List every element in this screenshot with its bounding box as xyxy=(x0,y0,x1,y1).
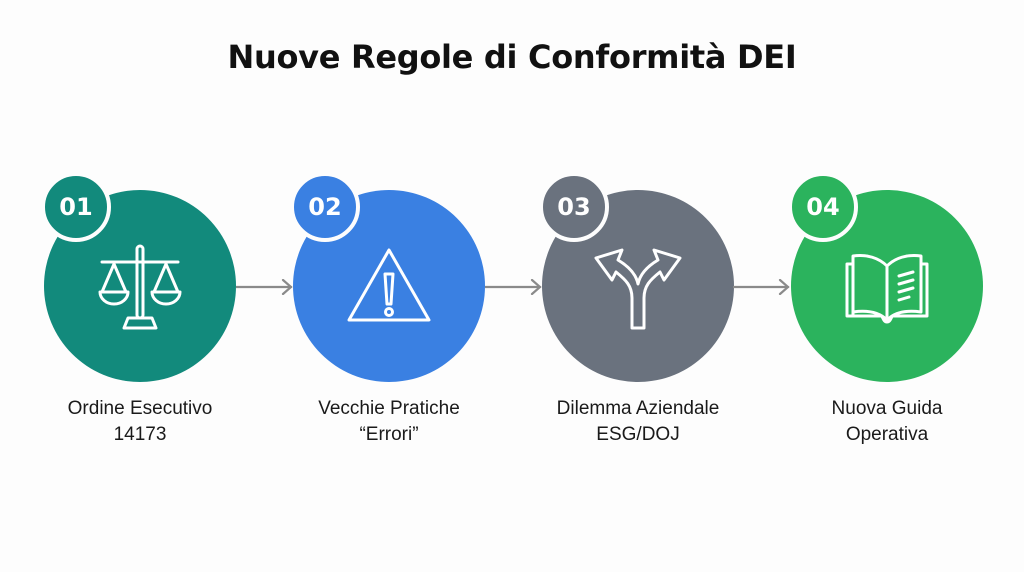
step-number-badge: 03 xyxy=(539,172,609,242)
split-arrow-icon xyxy=(594,248,682,330)
warning-triangle-icon xyxy=(347,248,431,322)
step-label: Nuova Guida Operativa xyxy=(751,396,1023,448)
step-1: 01 Ordine Esecutivo 14173 xyxy=(41,172,236,445)
step-label: Dilemma Aziendale ESG/DOJ xyxy=(502,396,774,448)
step-label-line1: Ordine Esecutivo xyxy=(67,398,213,419)
step-label-line2: Operativa xyxy=(845,424,929,445)
page-title: Nuove Regole di Conformità DEI xyxy=(227,38,797,76)
step-label-line2: “Errori” xyxy=(359,424,419,445)
step-number-badge: 04 xyxy=(788,172,858,242)
step-3: 03 Dilemma Aziendale ESG/DOJ xyxy=(539,172,734,445)
open-book-icon xyxy=(845,254,929,324)
scales-of-justice-icon xyxy=(98,244,182,330)
step-4: 04 Nuova Guida Operativa xyxy=(788,172,983,445)
step-number-badge: 02 xyxy=(290,172,360,242)
connector-arrow-icon xyxy=(236,279,293,295)
step-label: Vecchie Pratiche “Errori” xyxy=(253,396,525,448)
step-number-badge: 01 xyxy=(41,172,111,242)
step-2: 02 Vecchie Pratiche “Errori” xyxy=(290,172,485,445)
step-label-line2: ESG/DOJ xyxy=(596,424,680,445)
step-label-line1: Nuova Guida xyxy=(831,398,943,419)
step-label: Ordine Esecutivo 14173 xyxy=(4,396,276,448)
step-label-line1: Vecchie Pratiche xyxy=(318,398,460,419)
connector-arrow-icon xyxy=(733,279,790,295)
connector-arrow-icon xyxy=(485,279,542,295)
step-label-line1: Dilemma Aziendale xyxy=(556,398,720,419)
step-label-line2: 14173 xyxy=(113,424,167,445)
